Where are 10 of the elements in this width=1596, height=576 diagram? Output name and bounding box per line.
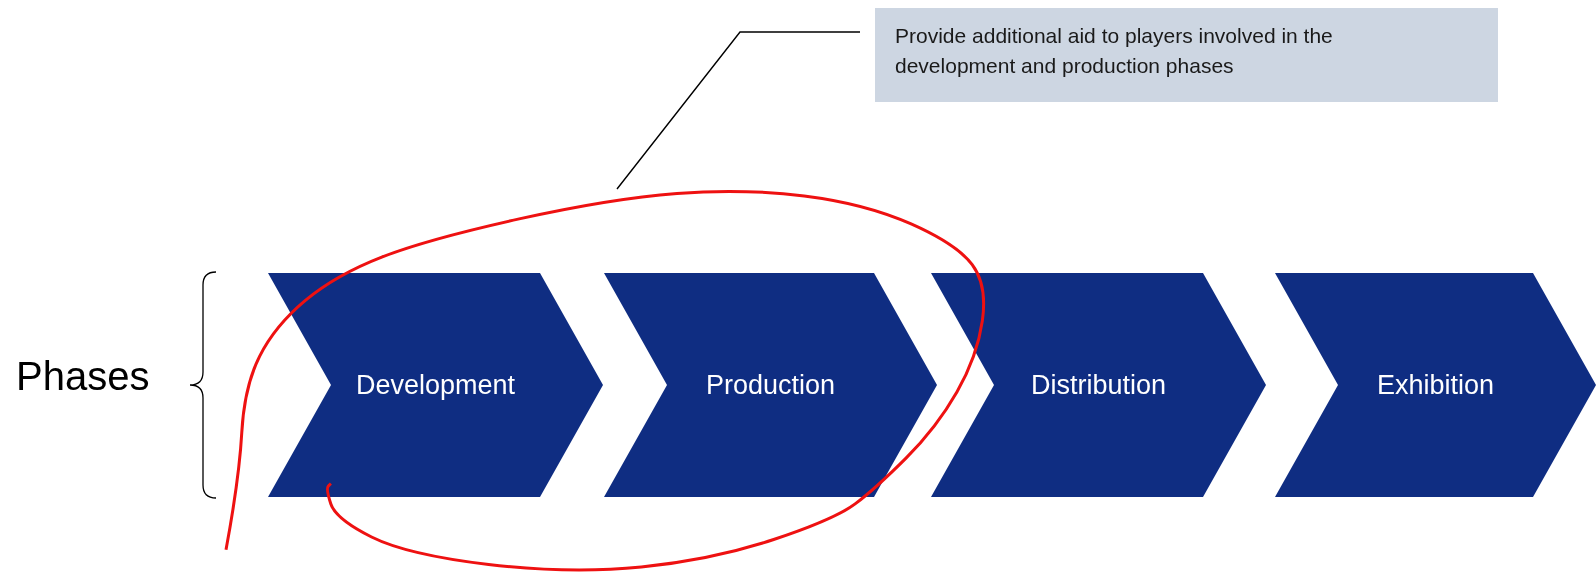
phase-name: Distribution <box>1030 368 1167 402</box>
chevron-shape <box>1275 273 1596 497</box>
leader-line <box>616 31 861 190</box>
phase-name: Development <box>355 368 516 402</box>
chevron-shape <box>931 273 1266 497</box>
callout-box <box>875 8 1498 102</box>
phase-label: Phases <box>16 356 150 396</box>
phase-name: Exhibition <box>1376 368 1495 402</box>
callout-text: Provide additional aid to players involved in the development and production phases <box>895 23 1334 79</box>
phase-name: Production <box>705 368 836 402</box>
